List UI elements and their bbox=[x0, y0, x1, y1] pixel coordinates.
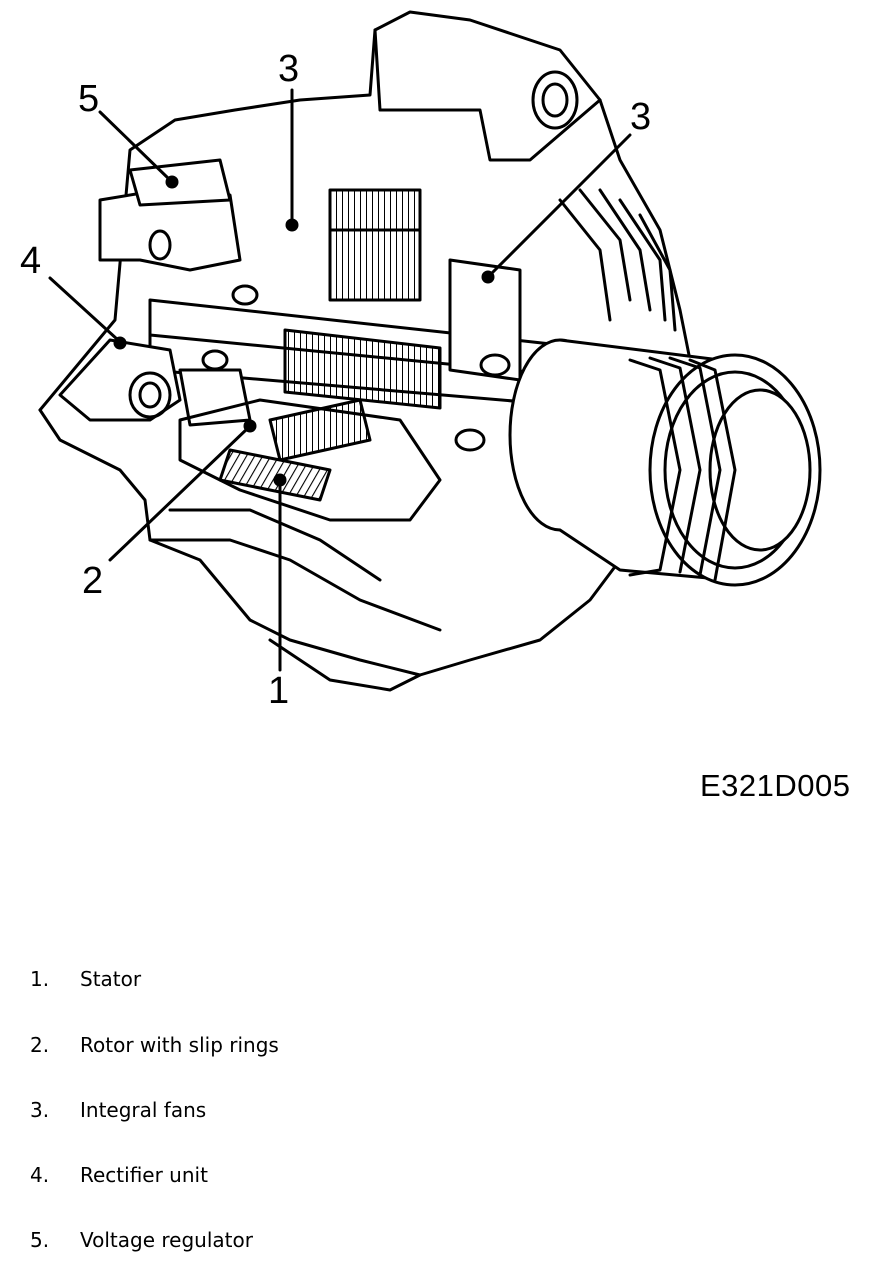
callout-4: 4 bbox=[20, 240, 42, 282]
figure-code: E321D005 bbox=[700, 768, 851, 803]
legend-number: 5. bbox=[30, 1228, 50, 1252]
callout-1: 1 bbox=[268, 670, 290, 712]
callout-3-right: 3 bbox=[630, 96, 652, 138]
callout-5: 5 bbox=[78, 78, 100, 120]
legend-text: Rectifier unit bbox=[80, 1163, 208, 1187]
alternator-illustration bbox=[38, 10, 822, 692]
alternator-cutaway-diagram: 5 3 3 4 2 1 bbox=[20, 10, 822, 712]
callout-3-top: 3 bbox=[278, 48, 300, 90]
legend-number: 1. bbox=[30, 967, 50, 991]
callout-2: 2 bbox=[82, 560, 104, 602]
legend-number: 2. bbox=[30, 1033, 50, 1057]
legend-number: 3. bbox=[30, 1098, 50, 1122]
legend-text: Voltage regulator bbox=[80, 1228, 253, 1252]
housing-outline bbox=[38, 10, 692, 412]
legend-text: Rotor with slip rings bbox=[80, 1033, 279, 1057]
legend-text: Integral fans bbox=[80, 1098, 207, 1122]
legend-text: Stator bbox=[80, 967, 142, 991]
legend-number: 4. bbox=[30, 1163, 50, 1187]
